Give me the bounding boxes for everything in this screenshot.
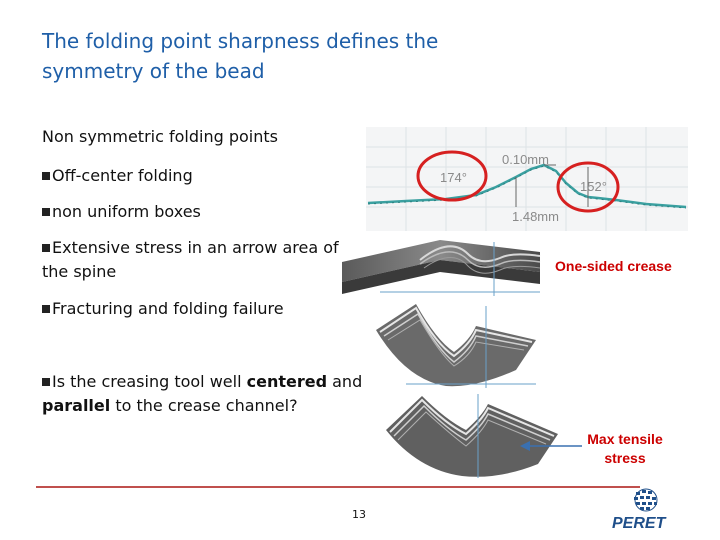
question-text: Is the creasing tool well [52, 372, 247, 391]
top-dimension-label: 0.10mm [502, 152, 549, 167]
page-number: 13 [352, 508, 366, 521]
one-sided-crease-label: One-sided crease [555, 258, 672, 274]
bullet-question: Is the creasing tool well centered and p… [42, 370, 372, 418]
max-tensile-stress-label: Max tensile stress [587, 431, 663, 466]
footer-divider [36, 486, 640, 488]
bottom-dimension-label: 1.48mm [512, 209, 559, 224]
peret-logo: PERET [612, 488, 667, 532]
question-text: and [327, 372, 363, 391]
bullet-square-icon [42, 172, 50, 180]
left-angle-label: 174° [440, 170, 467, 185]
bullet-square-icon [42, 378, 50, 386]
bullet-text: Extensive stress in an arrow area of the… [42, 238, 339, 281]
bullet-off-center: Off-center folding [42, 164, 193, 188]
bullet-square-icon [42, 208, 50, 216]
bullet-fracturing: Fracturing and folding failure [42, 297, 284, 321]
logo-text: PERET [612, 515, 667, 532]
right-angle-highlight [556, 161, 620, 213]
bullet-non-uniform: non uniform boxes [42, 200, 201, 224]
profile-curve [367, 163, 687, 209]
slide-title: The folding point sharpness defines the … [42, 26, 482, 86]
bullet-square-icon [42, 305, 50, 313]
folded-board-illustration-2 [386, 394, 558, 478]
subheading: Non symmetric folding points [42, 127, 278, 146]
bullet-text: non uniform boxes [52, 202, 201, 221]
bullet-text: Fracturing and folding failure [52, 299, 284, 318]
left-angle-highlight [416, 150, 488, 202]
bullet-text: Off-center folding [52, 166, 193, 185]
profile-grid [366, 127, 688, 231]
question-bold-centered: centered [246, 372, 328, 391]
folded-board-illustration-1 [376, 304, 536, 388]
question-bold-parallel: parallel [42, 396, 111, 415]
title-line-1: The folding point sharpness defines the [42, 29, 439, 53]
title-line-2: symmetry of the bead [42, 59, 265, 83]
flat-board-illustration [342, 240, 541, 296]
bullet-square-icon [42, 244, 50, 252]
crease-profile-graphic: 0.10mm 174° 152° 1.48mm [366, 127, 688, 231]
tensile-arrow-icon [520, 441, 582, 451]
question-text: to the crease channel? [110, 396, 298, 415]
right-angle-label: 152° [580, 179, 607, 194]
bullet-extensive-stress: Extensive stress in an arrow area of the… [42, 236, 362, 284]
